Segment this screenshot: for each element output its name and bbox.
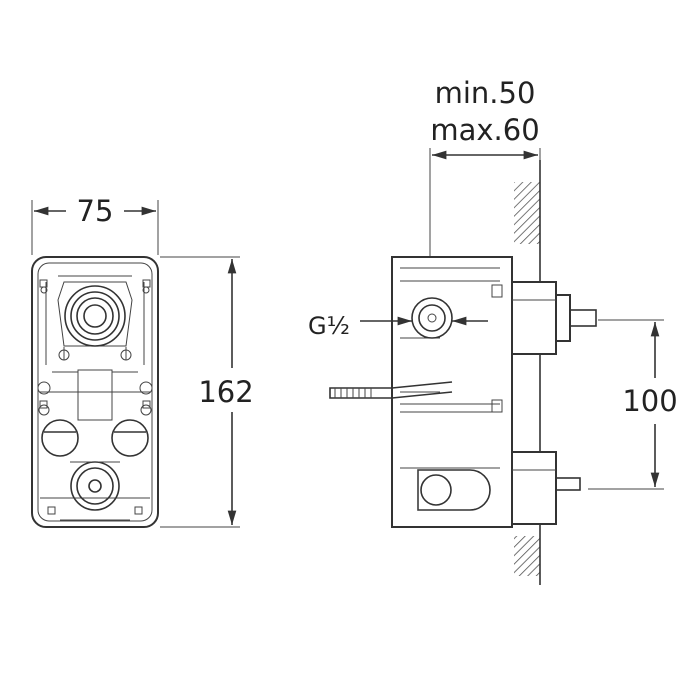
height-dimension: 162 (160, 256, 254, 528)
lower-outlet-port (417, 469, 491, 511)
thread-label: G½ (308, 312, 350, 340)
front-view: 75 162 (31, 194, 254, 528)
upper-inlet-port: G½ (308, 297, 488, 340)
upper-spindle (511, 281, 597, 355)
front-bottom-outlet (60, 461, 130, 521)
width-dimension: 75 (31, 194, 159, 255)
front-top-valve (57, 281, 133, 361)
side-view: min.50 max.60 (308, 76, 678, 585)
width-label: 75 (77, 194, 114, 228)
depth-label-min: min.50 (435, 76, 536, 110)
mounting-screw (329, 381, 453, 399)
front-side-caps (41, 419, 149, 457)
height-label: 162 (198, 375, 253, 409)
lower-spindle (511, 451, 581, 525)
depth-dimension: min.50 max.60 (429, 76, 541, 300)
front-housing (31, 256, 159, 528)
spacing-label: 100 (622, 384, 677, 418)
spacing-dimension: 100 (588, 319, 678, 490)
front-middle-body (37, 369, 153, 421)
depth-label-max: max.60 (430, 113, 539, 147)
